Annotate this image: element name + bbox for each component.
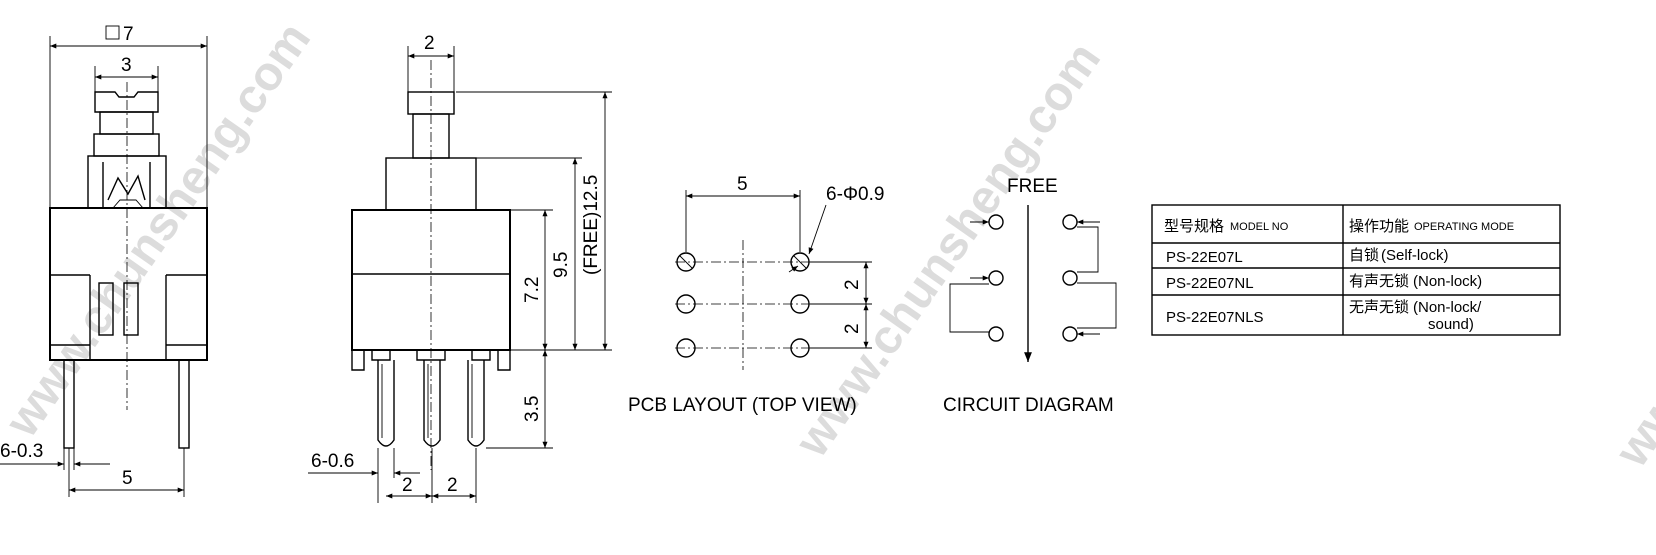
contact-terminal: [1062, 326, 1078, 342]
dim-left-pin-width: 6-0.3: [0, 441, 43, 462]
dim-pcb-row-pitch-2: 2: [842, 323, 863, 334]
pcb-hole: [676, 294, 696, 314]
pcb-hole: [676, 338, 696, 358]
contact-terminal: [988, 326, 1004, 342]
dim-pcb-col-pitch: 5: [737, 174, 748, 195]
hole-spec-label: 6-Φ0.9: [826, 184, 884, 205]
header-model-cn: 型号规格: [1164, 218, 1224, 235]
table-row-mode-en-cont: sound): [1428, 316, 1474, 333]
circuit-diagram: FREE CIRCUIT DIAGRAM: [943, 176, 1117, 416]
watermark-1: www.chunsheng.com: [0, 13, 321, 447]
pcb-layout: 5 6-Φ0.9 2 2 PCB LAYOUT (TOP VIEW): [628, 174, 884, 416]
dim-top-width: 7: [123, 24, 134, 45]
dim-right-button-width: 2: [424, 33, 435, 54]
dim-right-pin-width: 6-0.6: [311, 451, 354, 472]
table-row-mode-cn: 无声无锁: [1349, 298, 1409, 316]
dim-pin-pitch-2: 2: [447, 475, 458, 496]
contact-terminal: [1062, 270, 1078, 286]
square-symbol-icon: [105, 25, 120, 40]
contact-terminal: [988, 270, 1004, 286]
table-row-mode-en: (Self-lock): [1381, 247, 1449, 264]
dim-left-pin-pitch: 5: [122, 468, 133, 489]
watermark-3: www.chunsheng.com: [1605, 43, 1656, 477]
dim-pcb-row-pitch-1: 2: [842, 279, 863, 290]
table-row-mode-en: (Non-lock/: [1413, 299, 1482, 316]
pcb-hole: [790, 252, 810, 272]
table-row-mode-cn: 自锁: [1349, 247, 1379, 264]
right-side-view: 2 (FREE)12.5 9.5 7.2 3.: [308, 33, 612, 503]
header-mode-en: OPERATING MODE: [1414, 221, 1514, 233]
dim-pin-length: 3.5: [522, 396, 543, 422]
table-row-model: PS-22E07NLS: [1166, 309, 1264, 326]
table-row-mode-en: (Non-lock): [1413, 273, 1482, 290]
dim-height-9-5: 9.5: [551, 252, 572, 278]
circuit-free-label: FREE: [1007, 176, 1058, 197]
left-side-view: 7 3 6-0.3 5: [0, 24, 208, 497]
pcb-hole: [790, 294, 810, 314]
dim-free-height: (FREE)12.5: [581, 175, 602, 275]
table-row-mode-cn: 有声无锁: [1349, 272, 1409, 290]
dim-height-7-2: 7.2: [522, 277, 543, 303]
circuit-diagram-caption: CIRCUIT DIAGRAM: [943, 395, 1114, 416]
pcb-hole: [790, 338, 810, 358]
header-model-en: MODEL NO: [1230, 221, 1289, 233]
header-mode-cn: 操作功能: [1349, 218, 1409, 235]
pcb-layout-caption: PCB LAYOUT (TOP VIEW): [628, 395, 857, 416]
model-table: 型号规格 MODEL NO 操作功能 OPERATING MODE PS-22E…: [1151, 204, 1561, 336]
pcb-hole: [676, 252, 696, 272]
dim-pin-pitch-1: 2: [402, 475, 413, 496]
dim-button-width: 3: [121, 55, 132, 76]
contact-terminal: [1062, 214, 1078, 230]
table-row-model: PS-22E07L: [1166, 249, 1243, 266]
table-row-model: PS-22E07NL: [1166, 275, 1254, 292]
